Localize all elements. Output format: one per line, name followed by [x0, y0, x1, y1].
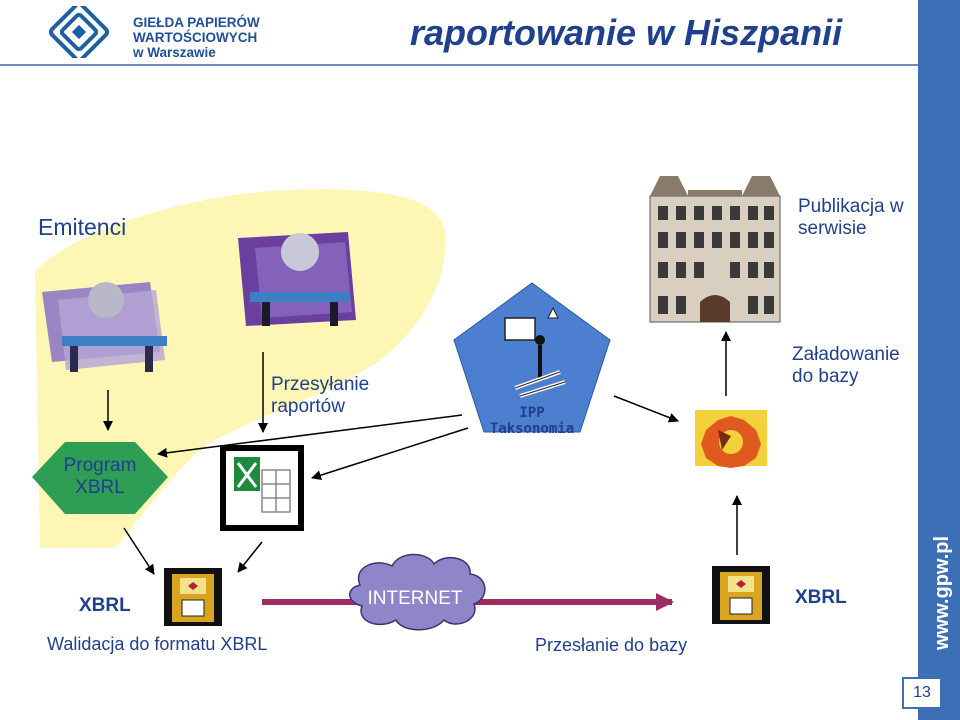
label-publikacja: Publikacja w serwisie [798, 196, 904, 240]
stock-exchange-building-icon [649, 176, 781, 323]
program-xbrl-hexagon [32, 442, 168, 514]
internet-cloud [349, 553, 486, 631]
label-line: raportów [271, 396, 345, 417]
arrow-to-gear [613, 395, 679, 423]
sidebar-url: www.gpw.pl [931, 536, 953, 651]
taxonomy-drafter-icon [504, 306, 566, 398]
diagram-canvas [32, 176, 781, 631]
logo-line: w Warszawie [133, 45, 216, 60]
worker-illustration-icon [238, 232, 356, 326]
label-xbrl-right: XBRL [795, 587, 847, 608]
page-number: 13 [902, 677, 942, 709]
label-zaladowanie: Załadowanie do bazy [792, 344, 900, 388]
label-line: Załadowanie [792, 344, 900, 365]
gear-processing-icon [695, 410, 767, 468]
label-line: IPP [519, 405, 545, 421]
label-emitenci: Emitenci [38, 214, 127, 240]
header-divider [0, 64, 918, 66]
label-przeslanie: Przesłanie do bazy [535, 635, 688, 655]
logo-text: GIEŁDA PAPIERÓW WARTOŚCIOWYCH w Warszawi… [133, 15, 260, 60]
logo-line: GIEŁDA PAPIERÓW [133, 15, 260, 30]
arrow-program-to-disk [123, 527, 155, 575]
logo-line: WARTOŚCIOWYCH [133, 30, 258, 45]
label-line: Publikacja w [798, 196, 904, 217]
arrow-excel-to-disk [237, 541, 263, 573]
arrow-ipp-to-excel [311, 427, 469, 481]
label-line: Program [63, 455, 137, 476]
sidebar-url-text: www.gpw.pl [931, 536, 953, 651]
ipp-taxonomy-pentagon [453, 282, 611, 433]
floppy-disk-icon [712, 566, 770, 624]
label-xbrl-left: XBRL [79, 595, 131, 616]
label-line: serwisie [798, 218, 867, 239]
label-line: XBRL [75, 477, 125, 498]
excel-file-icon [220, 445, 304, 531]
arrow-ipp-to-program [157, 414, 463, 458]
label-line: do bazy [792, 366, 859, 387]
label-program-xbrl: Program XBRL [50, 455, 150, 499]
label-ipp-taksonomia: IPP Taksonomia [478, 405, 586, 437]
label-walidacja: Walidacja do formatu XBRL [47, 634, 268, 654]
label-line: Przesyłanie [271, 374, 370, 395]
floppy-disk-icon [164, 568, 222, 626]
worker-illustration-icon [42, 282, 167, 372]
label-przesylanie: Przesyłanie raportów [271, 374, 369, 418]
sidebar-strip: www.gpw.pl [918, 0, 960, 720]
gpw-logo-icon [48, 6, 110, 58]
page-title: raportowanie w Hiszpanii [410, 12, 843, 53]
label-line: Taksonomia [489, 421, 575, 437]
label-internet: INTERNET [367, 588, 463, 609]
